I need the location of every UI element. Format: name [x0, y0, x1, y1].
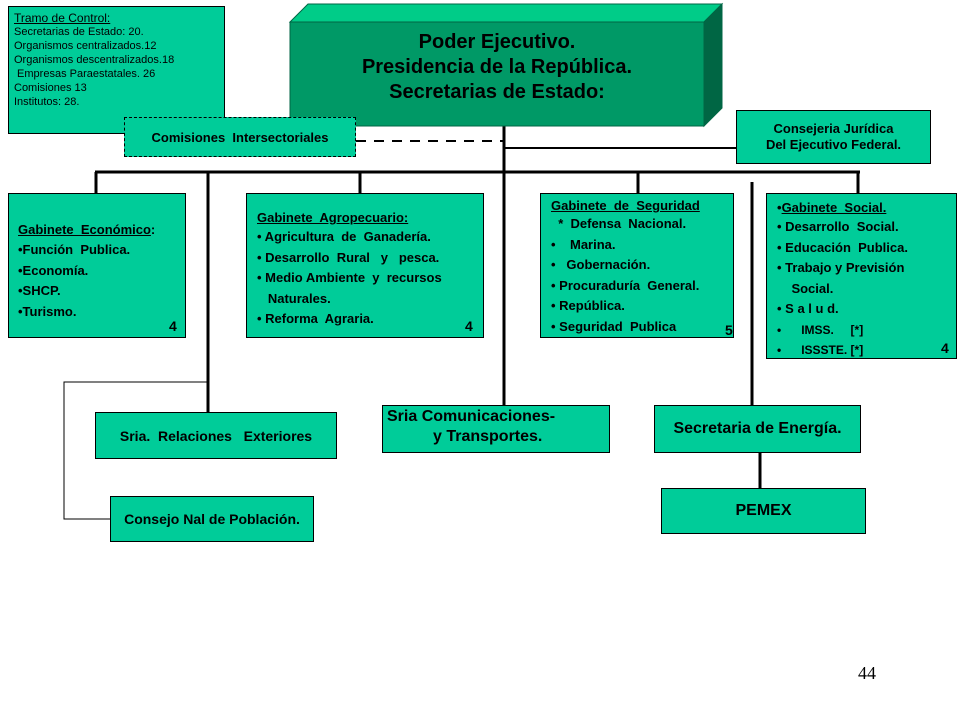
tramo-de-control-box: Tramo de Control: Secretarias de Estado:… [8, 6, 225, 134]
gabinete-economico-box: Gabinete Económico: •Función Publica. •E… [8, 193, 186, 338]
tramo-line: Comisiones 13 [14, 82, 87, 94]
gabinete-seguridad-list: * Defensa Nacional. • Marina. • Gobernac… [551, 214, 733, 337]
consejeria-line2: Del Ejecutivo Federal. [765, 137, 902, 152]
list-item: • Gobernación. [551, 257, 651, 272]
gabinete-economico-list: •Función Publica. •Economía. •SHCP. •Tur… [18, 240, 185, 322]
ejecutivo-title: Poder Ejecutivo. Presidencia de la Repúb… [290, 30, 704, 105]
list-item: •Economía. [18, 262, 89, 278]
list-item: • ISSSTE. [*] [777, 343, 864, 357]
tramo-line: Organismos centralizados.12 [14, 40, 157, 52]
comunicaciones-line1: Sria Comunicaciones- [387, 408, 556, 425]
gabinete-agropecuario-count: 4 [465, 318, 473, 334]
gabinete-economico-colon: : [150, 222, 156, 237]
gabinete-seguridad-box: Gabinete de Seguridad * Defensa Nacional… [540, 193, 734, 338]
gabinete-social-title-row: •Gabinete Social. [777, 198, 956, 217]
consejeria-line1: Consejeria Jurídica [773, 121, 894, 136]
list-item: • Procuraduría General. [551, 277, 700, 293]
list-item: • Agricultura de Ganadería. [257, 229, 431, 244]
list-item: • Medio Ambiente y recursos [257, 270, 442, 285]
list-item: • Trabajo y Previsión [777, 260, 905, 275]
list-item: • Desarrollo Social. [777, 219, 899, 234]
relaciones-exteriores-box: Sria. Relaciones Exteriores [95, 412, 337, 459]
gabinete-agropecuario-title: Gabinete Agropecuario: [257, 210, 409, 225]
gabinete-seguridad-title: Gabinete de Seguridad [551, 198, 700, 213]
gabinete-social-count: 4 [941, 340, 949, 356]
secretaria-energia-box: Secretaria de Energía. [654, 405, 861, 453]
consejo-label: Consejo Nal de Población. [124, 511, 300, 527]
gabinete-economico-count: 4 [169, 318, 177, 334]
list-item: • IMSS. [*] [777, 322, 864, 337]
comunicaciones-line2: y Transportes. [433, 428, 543, 445]
gabinete-economico-title-row: Gabinete Económico: [18, 220, 185, 240]
ejecutivo-line3: Secretarias de Estado: [389, 81, 605, 103]
list-item: • República. [551, 298, 625, 313]
list-item: • S a l u d. [777, 301, 839, 316]
list-item: • Reforma Agraria. [257, 311, 374, 326]
gabinete-seguridad-count: 5 [725, 322, 733, 338]
list-item: Naturales. [257, 290, 331, 306]
gabinete-social-bullet: • [777, 200, 782, 215]
ejecutivo-line1: Poder Ejecutivo. [418, 31, 576, 53]
page-number: 44 [858, 663, 876, 683]
consejo-poblacion-box: Consejo Nal de Población. [110, 496, 314, 542]
gabinete-agropecuario-list: • Agricultura de Ganadería. • Desarrollo… [257, 227, 483, 330]
tramo-title: Tramo de Control: [14, 11, 111, 25]
relaciones-label: Sria. Relaciones Exteriores [119, 427, 313, 444]
consejeria-juridica-box: Consejeria Jurídica Del Ejecutivo Federa… [736, 110, 931, 164]
list-item: •SHCP. [18, 283, 61, 298]
list-item: •Función Publica. [18, 242, 131, 257]
tramo-line: Institutos: 28. [14, 96, 80, 108]
comunicaciones-transportes-box: Sria Comunicaciones- y Transportes. [382, 405, 610, 453]
pemex-box: PEMEX [661, 488, 866, 534]
gabinete-agropecuario-box: Gabinete Agropecuario: • Agricultura de … [246, 193, 484, 338]
tramo-line: Secretarias de Estado: 20. [14, 26, 144, 38]
list-item: • Marina. [551, 236, 616, 252]
list-item: • Desarrollo Rural y pesca. [257, 249, 440, 265]
gabinete-social-title: Gabinete Social. [781, 200, 887, 215]
list-item: Social. [777, 280, 834, 296]
tramo-line: Empresas Paraestatales. 26 [14, 68, 156, 80]
list-item: * Defensa Nacional. [551, 216, 687, 231]
list-item: • Educación Publica. [777, 239, 908, 255]
tramo-line: Organismos descentralizados.18 [14, 54, 175, 66]
pemex-label: PEMEX [735, 502, 792, 519]
comisiones-label: Comisiones Intersectoriales [151, 129, 329, 145]
energia-label: Secretaria de Energía. [673, 420, 842, 437]
list-item: • Seguridad Publica [551, 318, 677, 334]
list-item: •Turismo. [18, 303, 77, 319]
gabinete-economico-title: Gabinete Económico [18, 222, 151, 237]
ejecutivo-line2: Presidencia de la República. [361, 56, 633, 78]
comisiones-intersectoriales-box: Comisiones Intersectoriales [124, 117, 356, 157]
gabinete-social-box: •Gabinete Social. • Desarrollo Social. •… [766, 193, 957, 359]
gabinete-social-list: • Desarrollo Social. • Educación Publica… [777, 217, 956, 361]
